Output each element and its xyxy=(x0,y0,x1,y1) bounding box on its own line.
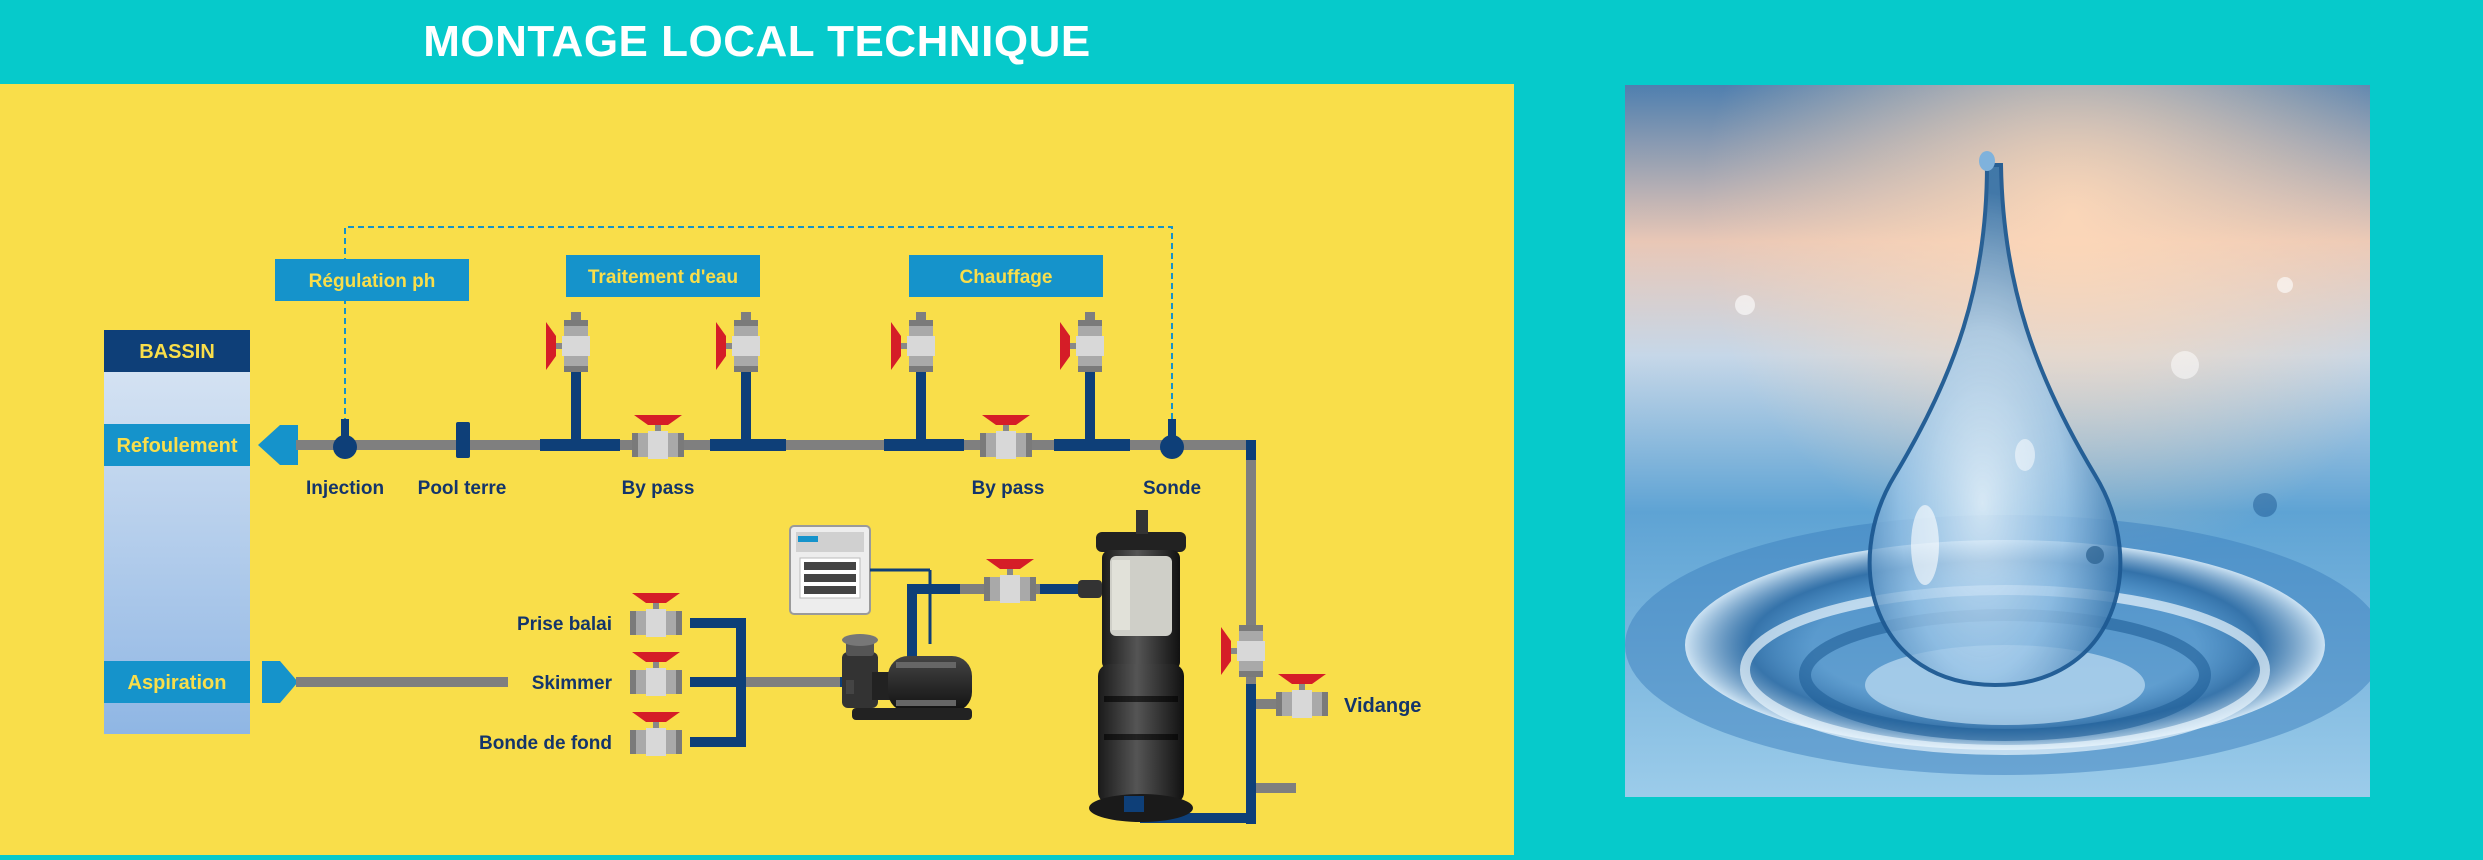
pool-terre-icon xyxy=(456,422,470,458)
hydraulic-diagram: BASSIN Refoulement Aspiration xyxy=(0,84,1514,855)
regulation-ph-box: Régulation ph xyxy=(309,271,436,292)
aspiration-arrow-icon xyxy=(262,661,298,703)
refoulement-label: Refoulement xyxy=(116,435,237,457)
vidange-valve-icon xyxy=(1276,674,1328,718)
traitement-eau-box: Traitement d'eau xyxy=(588,267,738,288)
injection-label: Injection xyxy=(306,478,384,499)
water-drop-icon xyxy=(1625,85,2370,797)
traitement-inlet-valve-icon xyxy=(546,320,590,372)
refoulement-arrow-icon xyxy=(258,425,298,465)
traitement-outlet-valve-icon xyxy=(716,320,760,372)
bonde-fond-valve-icon xyxy=(630,712,682,756)
bypass-label-1: By pass xyxy=(622,478,695,499)
sand-filter-icon xyxy=(1078,510,1193,822)
aspiration-pipe xyxy=(296,677,508,687)
bassin-label: BASSIN xyxy=(139,341,215,363)
diagram-svg: BASSIN Refoulement Aspiration xyxy=(104,226,1421,824)
pool-terre-label: Pool terre xyxy=(418,478,507,499)
suction-manifold xyxy=(690,618,850,747)
skimmer-valve-icon xyxy=(630,652,682,696)
bypass-label-2: By pass xyxy=(972,478,1045,499)
injection-point-icon xyxy=(333,435,357,459)
aspiration-label: Aspiration xyxy=(128,672,227,694)
sonde-icon xyxy=(1160,435,1184,459)
bypass-valve-2-icon xyxy=(980,415,1032,459)
page-title: MONTAGE LOCAL TECHNIQUE xyxy=(423,17,1091,66)
vidange-label: Vidange xyxy=(1344,695,1421,717)
pool-pump-icon xyxy=(842,634,972,720)
bonde-fond-label: Bonde de fond xyxy=(479,733,612,754)
chauffage-inlet-valve-icon xyxy=(891,320,935,372)
chauffage-outlet-valve-icon xyxy=(1060,320,1104,372)
bassin: BASSIN Refoulement Aspiration xyxy=(104,330,250,734)
return-valve-icon xyxy=(1221,625,1265,677)
sonde-label: Sonde xyxy=(1143,478,1201,499)
control-dashed-line xyxy=(344,226,1173,444)
water-drop-photo xyxy=(1625,85,2370,797)
control-panel-icon xyxy=(789,525,932,644)
skimmer-label: Skimmer xyxy=(532,673,613,694)
chauffage-box: Chauffage xyxy=(960,267,1053,288)
prise-balai-valve-icon xyxy=(630,593,682,637)
prise-balai-label: Prise balai xyxy=(517,614,612,635)
bypass-valve-1-icon xyxy=(632,415,684,459)
pump-outlet-valve-icon xyxy=(984,559,1036,603)
